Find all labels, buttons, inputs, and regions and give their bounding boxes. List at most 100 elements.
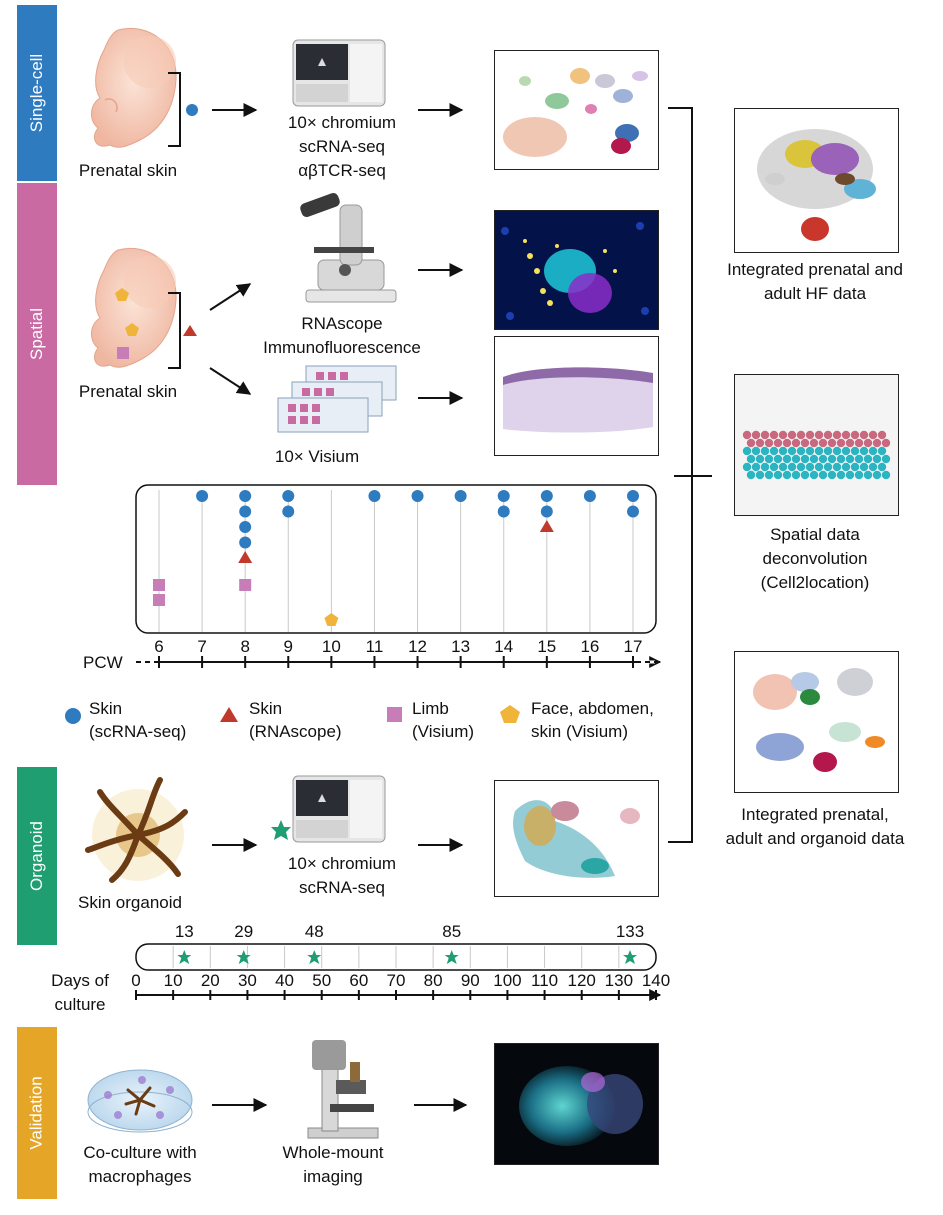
decon-spot xyxy=(805,462,815,472)
days-axis-label-line1: Days of xyxy=(51,971,109,990)
decon-spot xyxy=(760,462,770,472)
sp-method1-line2: Immunofluorescence xyxy=(263,338,421,357)
pcw-sample-skin-scrna xyxy=(583,490,596,502)
integrated-organoid-caption-1: Integrated prenatal, xyxy=(741,805,889,824)
decon-spot xyxy=(778,430,788,440)
decon-spot xyxy=(872,470,882,480)
decon-spot xyxy=(796,446,806,456)
decon-spot xyxy=(782,454,792,464)
deconvolution-spots xyxy=(735,375,898,515)
decon-spot xyxy=(868,462,878,472)
legend-face-visium-line2: skin (Visium) xyxy=(531,722,628,741)
legend-skin-rnascope-line2: (RNAscope) xyxy=(249,722,342,741)
decon-spot xyxy=(827,470,837,480)
decon-spot xyxy=(778,446,788,456)
pcw-tick-label: 14 xyxy=(494,637,514,656)
pcw-tick-label: 6 xyxy=(154,637,164,656)
section-band-validation: Validation xyxy=(17,1027,57,1199)
marker-rnascope xyxy=(183,325,197,336)
decon-spot xyxy=(836,438,846,448)
marker-scrna xyxy=(186,104,198,116)
decon-spot xyxy=(809,454,819,464)
decon-spot xyxy=(746,438,756,448)
decon-spot xyxy=(791,438,801,448)
decon-spot xyxy=(863,454,873,464)
embryo-illustration-single-cell xyxy=(91,28,177,148)
pcw-tick-label: 16 xyxy=(580,637,600,656)
pcw-tick-label: 9 xyxy=(283,637,293,656)
sp-method2: 10× Visium xyxy=(274,447,360,466)
chromium-device-icon-organoid xyxy=(292,775,386,843)
sc-sample-label: Prenatal skin xyxy=(78,161,178,180)
legend-skin-scrna-line1: Skin xyxy=(89,699,123,718)
decon-spot xyxy=(881,438,891,448)
decon-spot xyxy=(814,462,824,472)
decon-spot xyxy=(850,446,860,456)
section-band-single-cell: Single-cell xyxy=(17,5,57,181)
bracket-single-cell xyxy=(168,72,181,147)
pcw-tick-label: 8 xyxy=(240,637,250,656)
days-timeline xyxy=(135,943,662,1001)
decon-spot xyxy=(791,470,801,480)
decon-spot xyxy=(778,462,788,472)
decon-spot xyxy=(751,462,761,472)
decon-spot xyxy=(836,470,846,480)
decon-spot xyxy=(805,446,815,456)
arrow-sp-up xyxy=(209,283,252,311)
decon-spot xyxy=(863,438,873,448)
decon-spot xyxy=(769,462,779,472)
days-tick-label: 40 xyxy=(275,971,295,990)
decon-spot xyxy=(791,454,801,464)
microscope-icon xyxy=(300,192,397,303)
decon-spot xyxy=(823,430,833,440)
decon-spot xyxy=(787,430,797,440)
pcw-sample-skin-scrna xyxy=(411,490,424,502)
integrated-hf-umap-panel xyxy=(734,108,899,253)
validation-label2-line1: Whole-mount xyxy=(282,1143,384,1162)
decon-spot xyxy=(818,438,828,448)
arrow-sp-down xyxy=(209,367,252,395)
pcw-sample-skin-scrna xyxy=(540,490,553,502)
pcw-sample-skin-scrna xyxy=(497,505,510,518)
days-tick-label: 60 xyxy=(349,971,369,990)
validation-label2-line2: imaging xyxy=(303,1167,363,1186)
days-tick-label: 20 xyxy=(200,971,220,990)
decon-spot xyxy=(841,446,851,456)
decon-spot xyxy=(809,470,819,480)
pcw-sample-skin-rnascope xyxy=(539,520,554,532)
visium-he-image-panel xyxy=(494,336,659,456)
embryo-illustration-spatial xyxy=(91,248,177,368)
umap-plot xyxy=(503,68,648,157)
pcw-tick-label: 11 xyxy=(365,637,384,656)
decon-spot xyxy=(764,454,774,464)
pcw-sample-limb-visium xyxy=(239,579,252,591)
decon-spot xyxy=(859,462,869,472)
organoid-method-line1: 10× chromium xyxy=(287,854,397,873)
decon-spot xyxy=(845,454,855,464)
decon-spot xyxy=(746,454,756,464)
section-band-spatial: Spatial xyxy=(17,183,57,485)
skin-organoid-illustration xyxy=(85,777,188,883)
decon-spot xyxy=(863,470,873,480)
decon-spot xyxy=(832,430,842,440)
pcw-sample-limb-visium xyxy=(153,594,165,606)
days-axis-label-line2: culture xyxy=(54,995,106,1014)
days-sample-star xyxy=(236,950,251,964)
decon-spot xyxy=(877,462,887,472)
pcw-tick-label: 10 xyxy=(321,637,341,656)
decon-spot xyxy=(769,446,779,456)
integrated-hf-caption-1: Integrated prenatal and xyxy=(727,260,903,279)
decon-spot xyxy=(751,430,761,440)
organoid-method-line2: scRNA-seq xyxy=(299,878,385,897)
pcw-sample-skin-scrna xyxy=(239,536,252,549)
validation-label1-line1: Co-culture with xyxy=(83,1143,197,1162)
legend-limb-visium-line2: (Visium) xyxy=(412,722,475,741)
sc-method-line1: 10× chromium xyxy=(287,113,397,132)
decon-spot xyxy=(877,446,887,456)
days-sample-star xyxy=(307,950,322,964)
decon-spot xyxy=(859,430,869,440)
whole-mount-image xyxy=(495,1044,658,1164)
decon-spot xyxy=(800,470,810,480)
section-band-organoid: Organoid xyxy=(17,767,57,945)
pcw-axis-label: PCW xyxy=(83,653,123,672)
